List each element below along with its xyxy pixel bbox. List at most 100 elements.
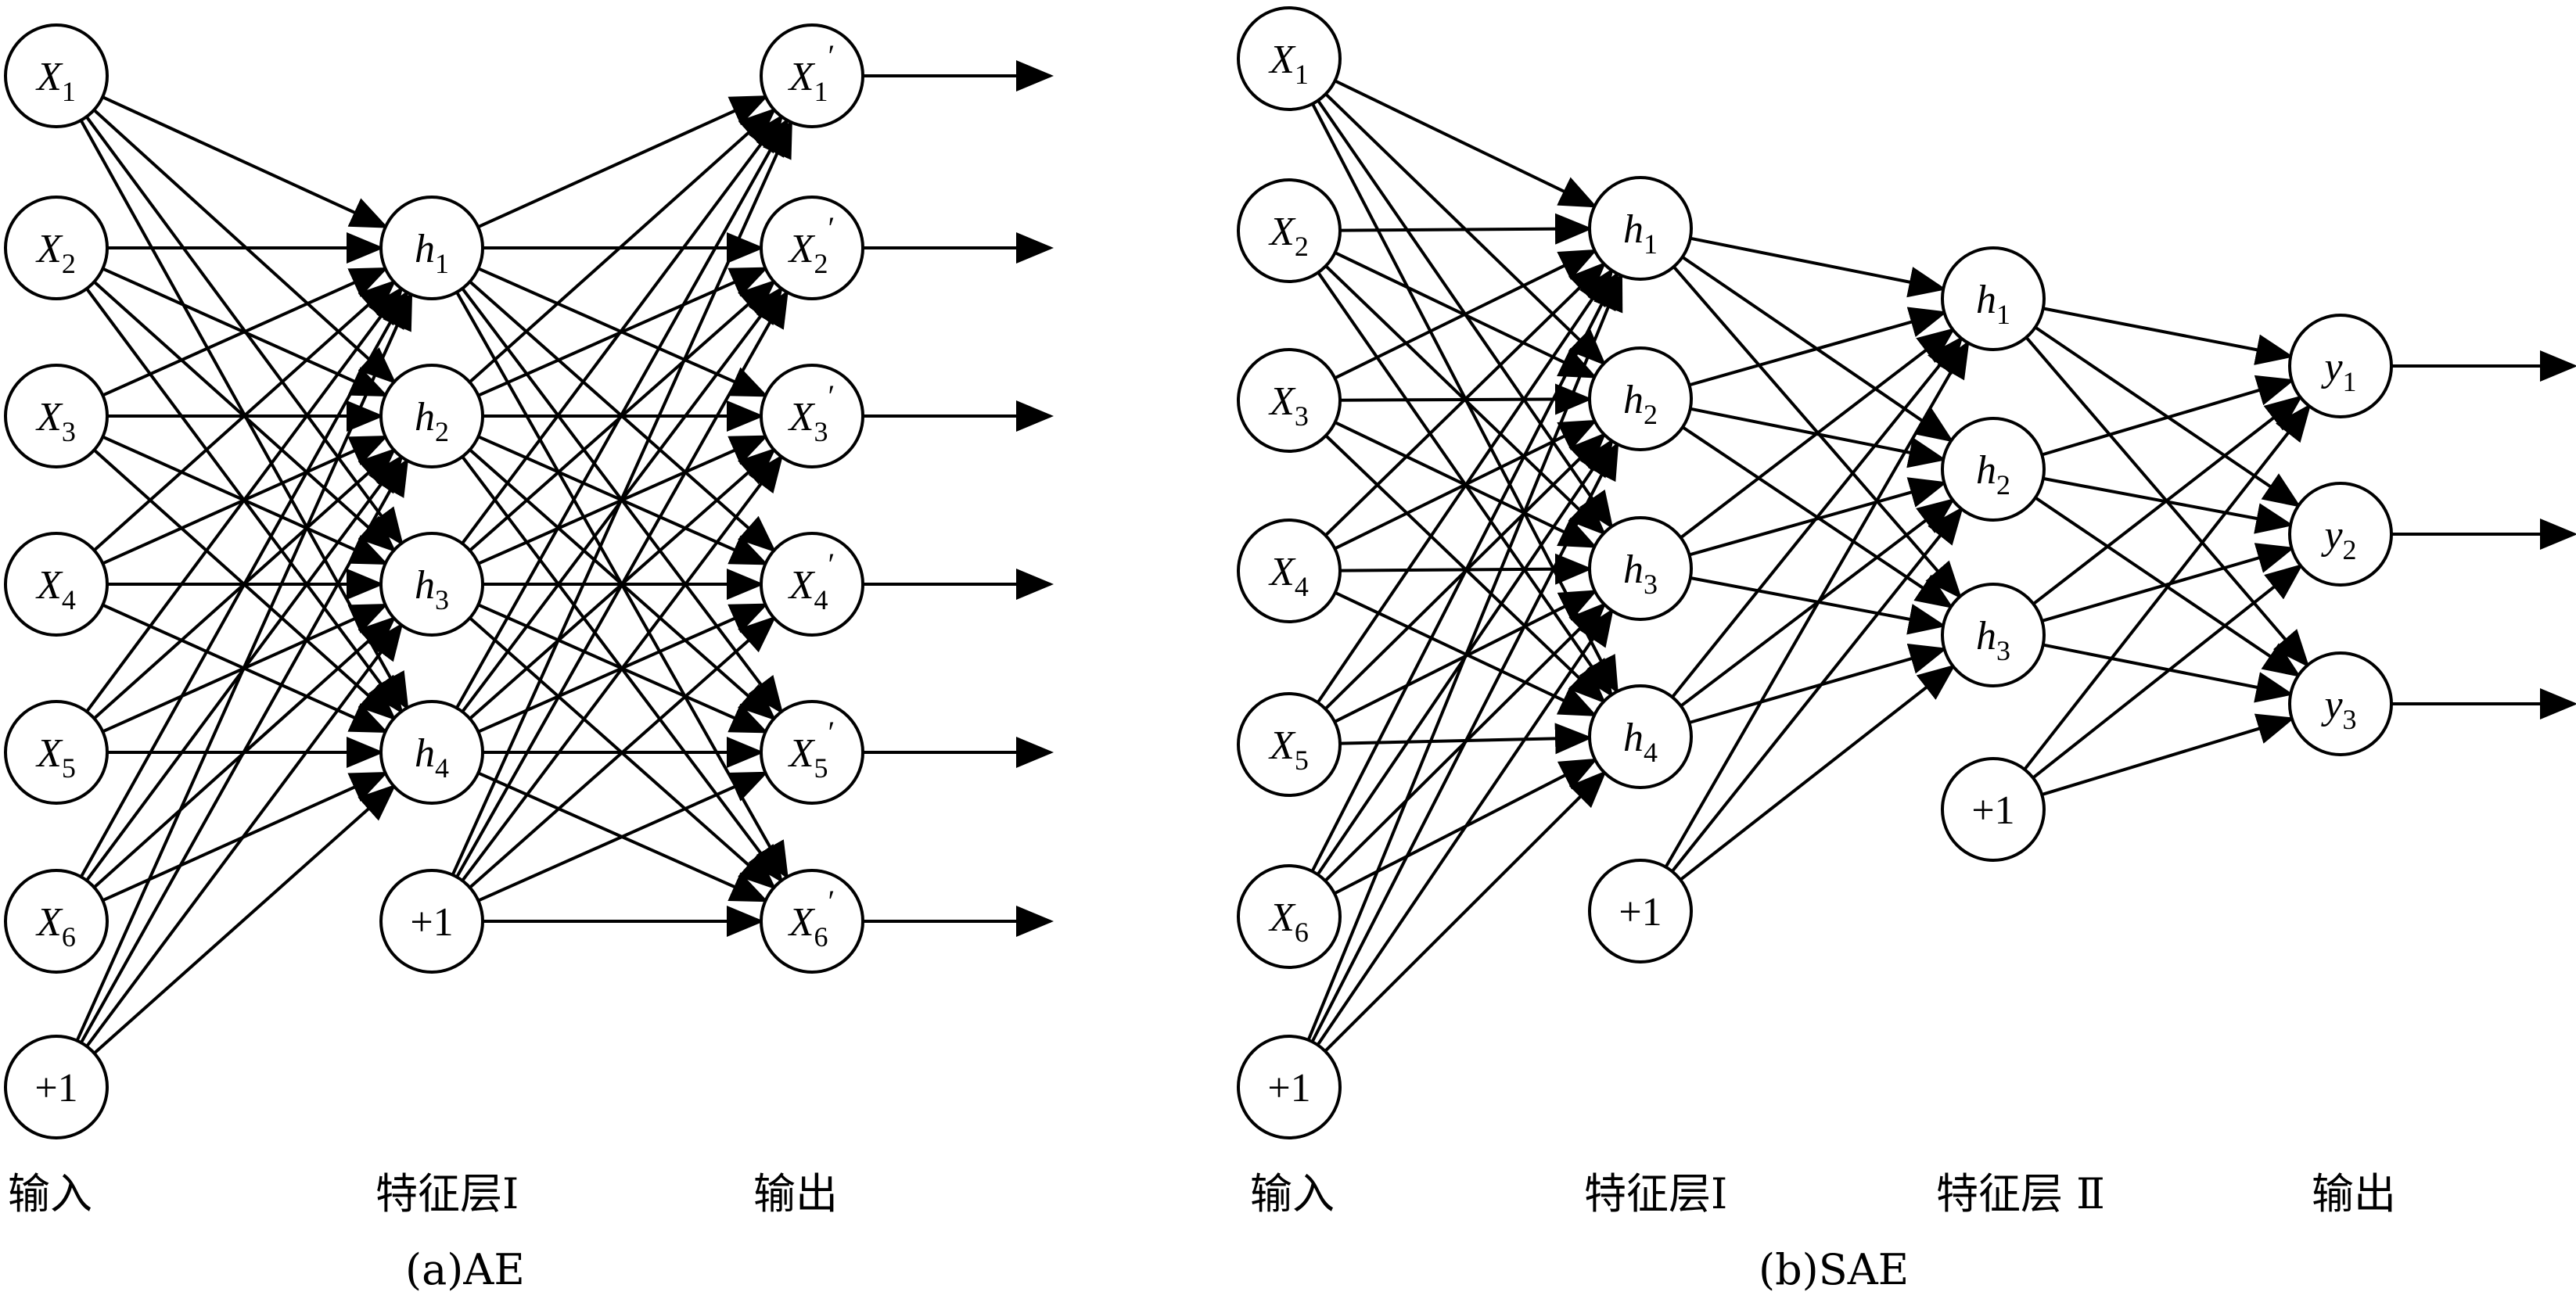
sae-edge-l1-n0-to-n0: [1690, 236, 1947, 298]
ae-node-l0-X3: X3: [4, 364, 109, 468]
node-label: h4: [415, 731, 449, 784]
ae-edge-l0-n0-to-n0: [102, 95, 389, 228]
sae-caption: (b)SAE: [1759, 1245, 1909, 1294]
node-label: X6′: [788, 884, 835, 953]
node-label: X1: [35, 55, 76, 107]
ae-edge-l0-n5-to-n0: [79, 289, 409, 878]
sae-edge-l0-n0-to-n0: [1334, 79, 1598, 208]
sae-node-l0-X5: X5: [1237, 692, 1342, 797]
sae-edge-l2-n2-to-n0: [2032, 395, 2303, 605]
ae-caption: (a)AE: [405, 1245, 525, 1294]
sae-edge-l1-n2-to-n0: [1680, 328, 1956, 540]
node-label: X5: [1268, 723, 1309, 776]
node-label: X6: [35, 900, 76, 953]
node-label: X1′: [788, 38, 835, 107]
ae-node-l0-bias: +1: [4, 1035, 109, 1139]
node-label: h2: [1623, 378, 1658, 430]
sae-edge-l2-n3-to-n1: [2032, 563, 2304, 780]
sae-edge-l2-n0-to-n0: [2042, 307, 2294, 365]
node-label: +1: [410, 900, 453, 945]
sae-edge-l0-n6-to-n1: [1310, 441, 1619, 1043]
ae-edge-l0-n6-to-n3: [93, 784, 397, 1055]
connection-edges: [75, 79, 2312, 1055]
ae-edge-l1-n2-to-n0: [461, 113, 784, 545]
ae-edge-l0-n3-to-n0: [93, 279, 397, 552]
sae-node-l3-y1: y1: [2288, 314, 2393, 418]
sae-node-l2-h3: h3: [1941, 583, 2046, 687]
node-label: h1: [1976, 278, 2010, 330]
sae-edge-l1-n4-to-n1: [1671, 506, 1963, 873]
node-label: +1: [1971, 788, 2014, 833]
ae-node-l1-h1: h1: [379, 196, 484, 300]
node-label: X5: [35, 731, 76, 784]
sae-edge-l1-n3-to-n0: [1671, 336, 1963, 698]
node-label: X1: [1268, 38, 1309, 90]
ae-label-feature-1: 特征层I: [375, 1169, 519, 1218]
node-label: X3: [35, 395, 76, 447]
sae-node-l3-y3: y3: [2288, 651, 2393, 756]
sae-node-l2-h2: h2: [1941, 417, 2046, 522]
sae-node-l1-h1: h1: [1588, 176, 1693, 281]
sae-edge-l2-n3-to-n0: [2023, 404, 2312, 771]
ae-edge-l0-n0-to-n2: [84, 116, 404, 546]
node-label: X5′: [788, 715, 835, 784]
node-label: X2: [1268, 210, 1309, 262]
ae-node-l1-bias: +1: [379, 869, 484, 974]
sae-edge-l1-n1-to-n0: [1688, 307, 1948, 387]
node-label: h2: [415, 395, 449, 447]
ae-node-l2-X4: X4′: [760, 532, 864, 637]
ae-node-l0-X4: X4: [4, 532, 109, 637]
ae-edge-l1-n4-to-n4: [477, 771, 769, 902]
sae-node-l1-h3: h3: [1588, 516, 1693, 621]
ae-edge-l1-n1-to-n0: [469, 107, 777, 384]
sae-edge-l0-n6-to-n0: [1306, 272, 1623, 1041]
sae-label-feature-2: 特征层 Ⅱ: [1936, 1169, 2105, 1218]
diagram-captions: 输入 特征层I 输出 (a)AE 输入 特征层I 特征层 Ⅱ 输出 (b)SAE: [8, 1169, 2396, 1294]
ae-node-l0-X6: X6: [4, 869, 109, 974]
ae-node-l2-X6: X6′: [760, 869, 864, 974]
sae-edge-l0-n2-to-n0: [1334, 249, 1598, 380]
node-label: y1: [2320, 345, 2356, 397]
sae-node-l0-X6: X6: [1237, 864, 1342, 969]
node-label: h1: [415, 227, 449, 279]
sae-node-l0-X4: X4: [1237, 519, 1342, 623]
ae-edge-l0-n0-to-n1: [92, 109, 397, 385]
node-label: X2: [35, 227, 76, 279]
ae-node-l1-h4: h4: [379, 700, 484, 805]
node-label: +1: [1619, 890, 1662, 935]
node-label: h4: [1623, 716, 1658, 768]
node-label: h2: [1976, 448, 2010, 501]
ae-node-l2-X3: X3′: [760, 364, 864, 468]
ae-node-l1-h2: h2: [379, 364, 484, 468]
sae-node-l0-X1: X1: [1237, 6, 1342, 111]
node-label: X6: [1268, 895, 1309, 948]
ae-edge-l0-n6-to-n1: [79, 458, 409, 1044]
sae-node-l2-bias: +1: [1941, 757, 2046, 862]
ae-edge-l1-n4-to-n2: [461, 454, 784, 882]
ae-edge-l1-n4-to-n0: [451, 119, 793, 876]
ae-edge-l1-n4-to-n1: [455, 289, 789, 878]
sae-edge-l0-n6-to-n2: [1316, 608, 1614, 1046]
ae-edge-l1-n4-to-n3: [469, 615, 777, 889]
sae-edge-l1-n4-to-n0: [1664, 339, 1970, 868]
node-label: X4′: [788, 547, 835, 615]
sae-edge-l1-n4-to-n2: [1679, 664, 1956, 881]
sae-edge-l1-n3-to-n2: [1688, 643, 1948, 724]
sae-edge-l0-n3-to-n0: [1324, 261, 1607, 537]
node-label: h3: [1976, 614, 2010, 666]
sae-edge-l0-n4-to-n0: [1316, 267, 1614, 704]
sae-node-l1-h4: h4: [1588, 684, 1693, 789]
node-label: h3: [415, 563, 449, 615]
node-label: X4: [35, 563, 76, 615]
sae-node-l2-h1: h1: [1941, 246, 2046, 351]
node-label: h3: [1623, 547, 1658, 600]
sae-edge-l2-n1-to-n0: [2041, 375, 2295, 457]
ae-node-l2-X2: X2′: [760, 196, 864, 300]
ae-edge-l1-n3-to-n0: [455, 117, 789, 709]
ae-label-input: 输入: [8, 1169, 92, 1218]
ae-label-output: 输出: [753, 1169, 838, 1218]
output-arrows: [863, 60, 2576, 937]
sae-node-l3-y2: y2: [2288, 482, 2393, 587]
